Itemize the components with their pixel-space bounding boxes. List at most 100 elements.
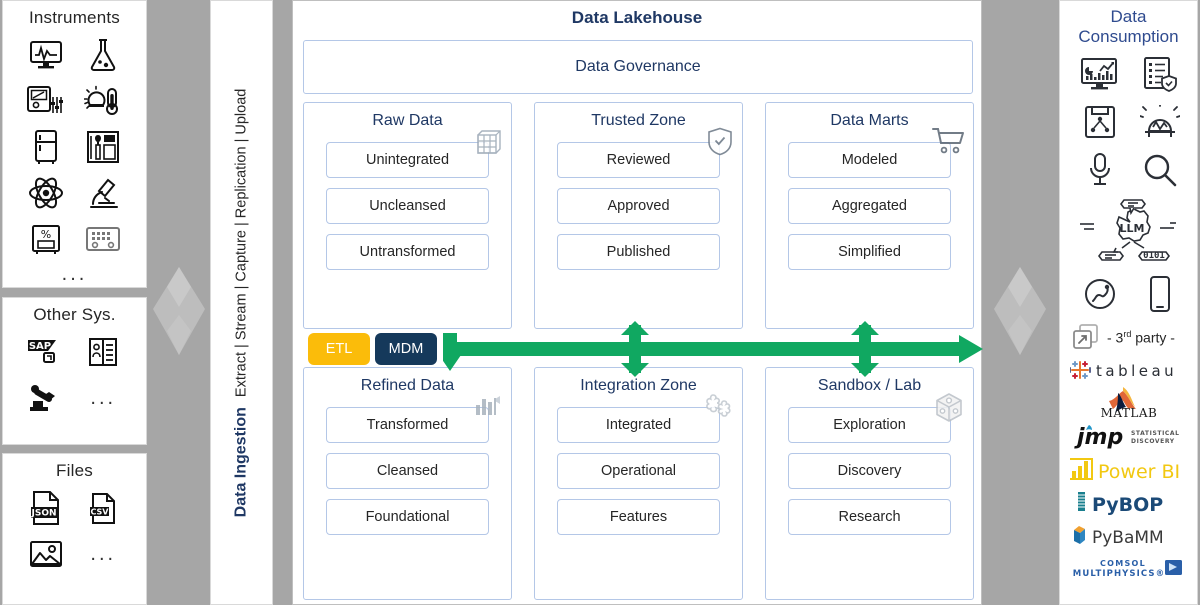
zone-chip[interactable]: Uncleansed <box>326 188 489 224</box>
badge-etl[interactable]: ETL <box>308 333 370 365</box>
source-panel-files: Files JSON CSV ... <box>2 453 147 605</box>
third-party-suffix: party - <box>1131 329 1175 346</box>
zone-chip[interactable]: Features <box>557 499 720 535</box>
zone-raw-data[interactable]: Raw Data Unintegrated Uncleansed Untrans… <box>303 102 512 329</box>
zone-title: Refined Data <box>360 377 455 394</box>
ingestion-title: Data Ingestion <box>232 406 250 517</box>
microphone-icon <box>1074 147 1126 193</box>
zone-chip[interactable]: Untransformed <box>326 234 489 270</box>
zone-chip[interactable]: Cleansed <box>326 453 489 489</box>
thermometer-sun-icon <box>80 80 126 122</box>
instruments-icon-grid: % <box>3 28 146 260</box>
flow-diagram-icon <box>1074 99 1126 145</box>
mobile-icon <box>1134 271 1186 317</box>
consumption-title: Data Consumption <box>1060 1 1197 47</box>
logo-pybop[interactable]: PyBOP <box>1060 485 1197 518</box>
svg-text:%: % <box>41 228 51 241</box>
third-party-label: - 3rd party - <box>1107 329 1175 346</box>
consumption-icon-grid: LLM 0101 <box>1060 47 1197 317</box>
source-panel-instruments: Instruments <box>2 0 147 288</box>
logo-jmp[interactable]: jmp STATISTICAL DISCOVERY <box>1060 419 1197 452</box>
zone-data-marts[interactable]: Data Marts Modeled Aggregated Simplified <box>765 102 974 329</box>
shopping-cart-icon <box>932 128 964 154</box>
zone-chip-list: Transformed Cleansed Foundational <box>304 407 511 535</box>
dashboard-icon <box>1074 51 1126 97</box>
logo-comsol[interactable]: COMSOL MULTIPHYSICS® <box>1060 551 1197 584</box>
data-governance-label: Data Governance <box>575 58 701 75</box>
data-ingestion-panel: Data Ingestion Extract | Stream | Captur… <box>210 0 273 605</box>
image-file-icon <box>23 533 69 575</box>
badge-mdm[interactable]: MDM <box>375 333 437 365</box>
zone-chip[interactable]: Operational <box>557 453 720 489</box>
chevron-diamond-icon <box>152 267 205 355</box>
zone-chip[interactable]: Transformed <box>326 407 489 443</box>
search-icon[interactable] <box>1134 147 1186 193</box>
zone-chip-list: Exploration Discovery Research <box>766 407 973 535</box>
svg-text:Power BI: Power BI <box>1098 461 1180 483</box>
badge-mdm-label: MDM <box>388 341 424 357</box>
zone-chip[interactable]: Foundational <box>326 499 489 535</box>
zone-chip[interactable]: Aggregated <box>788 188 951 224</box>
sap-icon: SAP <box>23 331 69 373</box>
flask-icon <box>80 34 126 76</box>
badge-etl-label: ETL <box>325 341 353 357</box>
zone-sandbox-lab[interactable]: Sandbox / Lab Exploration Discovery Rese… <box>765 367 974 600</box>
logo-matlab[interactable]: MATLAB <box>1060 386 1197 419</box>
zone-trusted-zone[interactable]: Trusted Zone Reviewed Approved Published <box>534 102 743 329</box>
svg-text:PyBOP: PyBOP <box>1092 494 1163 515</box>
ingestion-vertical-text: Data Ingestion Extract | Stream | Captur… <box>233 88 251 517</box>
zone-chip[interactable]: Integrated <box>557 407 720 443</box>
zone-chip[interactable]: Reviewed <box>557 142 720 178</box>
logo-tableau[interactable]: tableau <box>1060 353 1197 386</box>
svg-text:MULTIPHYSICS®: MULTIPHYSICS® <box>1072 569 1164 579</box>
report-secure-icon <box>1134 51 1186 97</box>
zone-title: Trusted Zone <box>591 112 686 129</box>
zone-chip[interactable]: Modeled <box>788 142 951 178</box>
third-party-header: - 3rd party - <box>1060 317 1197 353</box>
svg-text:PyBaMM: PyBaMM <box>1092 528 1164 548</box>
zone-title: Raw Data <box>372 112 443 129</box>
zone-chip-list: Integrated Operational Features <box>535 407 742 535</box>
logo-pybamm[interactable]: PyBaMM <box>1060 518 1197 551</box>
multimeter-icon <box>23 80 69 122</box>
flow-divider-right <box>985 0 1055 605</box>
logo-power-bi[interactable]: Power BI <box>1060 452 1197 485</box>
svg-text:tableau: tableau <box>1096 362 1177 380</box>
grid-table-icon <box>477 130 501 154</box>
svg-text:JSON: JSON <box>30 509 56 519</box>
zone-chip[interactable]: Simplified <box>788 234 951 270</box>
zone-title: Integration Zone <box>580 377 697 394</box>
zone-chip[interactable]: Discovery <box>788 453 951 489</box>
data-governance-band[interactable]: Data Governance <box>303 40 973 94</box>
zone-integration-zone[interactable]: Integration Zone Integrated Operational … <box>534 367 743 600</box>
zone-chip-list: Modeled Aggregated Simplified <box>766 142 973 270</box>
zone-chip[interactable]: Published <box>557 234 720 270</box>
oscilloscope-icon <box>23 34 69 76</box>
address-book-icon <box>80 331 126 373</box>
third-party-prefix: - 3 <box>1107 329 1124 346</box>
panel-title-other-systems: Other Sys. <box>33 305 116 324</box>
svg-text:0101: 0101 <box>1143 251 1165 261</box>
data-flow-arrow <box>443 321 983 377</box>
zone-chip[interactable]: Unintegrated <box>326 142 489 178</box>
source-panel-other-systems: Other Sys. SAP ... <box>2 297 147 445</box>
instruments-more-ellipsis: ... <box>61 263 88 285</box>
files-icon-grid: JSON CSV ... <box>3 481 146 575</box>
data-lakehouse-panel: Data Lakehouse Data Governance Raw Data … <box>292 0 983 605</box>
zone-title: Sandbox / Lab <box>817 377 922 394</box>
svg-text:STATISTICAL: STATISTICAL <box>1131 430 1180 437</box>
bar-chart-icon <box>476 396 500 415</box>
svg-text:LLM: LLM <box>1120 222 1145 235</box>
panel-title-instruments: Instruments <box>28 8 120 27</box>
zone-refined-data[interactable]: Refined Data Transformed Cleansed Founda… <box>303 367 512 600</box>
svg-text:CSV: CSV <box>91 507 110 516</box>
svg-text:MATLAB: MATLAB <box>1100 406 1157 419</box>
atom-icon <box>23 172 69 214</box>
microscope-icon <box>80 172 126 214</box>
analyzer-icon <box>80 126 126 168</box>
zone-chip[interactable]: Approved <box>557 188 720 224</box>
zone-chip[interactable]: Research <box>788 499 951 535</box>
cube-box-icon <box>936 393 962 422</box>
zone-chip[interactable]: Exploration <box>788 407 951 443</box>
